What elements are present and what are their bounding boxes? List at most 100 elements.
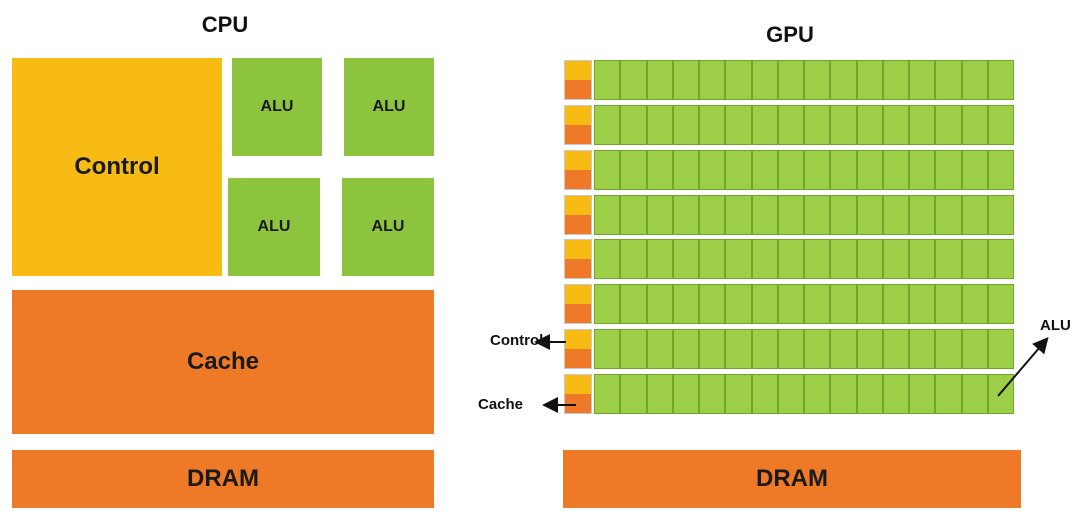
gpu-alu-cell [909, 194, 936, 235]
gpu-row [564, 194, 1014, 235]
gpu-alu-cell [594, 194, 621, 235]
gpu-alu-cell [935, 60, 962, 100]
gpu-row [564, 149, 1014, 190]
gpu-control-unit [565, 150, 591, 170]
gpu-alu-cell [856, 104, 883, 145]
cpu-dram-block: DRAM [12, 450, 434, 508]
gpu-alu-cell [620, 373, 647, 414]
cpu-alu-label: ALU [372, 98, 406, 115]
gpu-alu-cell [909, 329, 936, 370]
cpu-alu-block: ALU [344, 58, 434, 156]
gpu-alu-cell [646, 149, 673, 190]
gpu-alu-cell [909, 373, 936, 414]
cpu-title: CPU [201, 12, 249, 37]
cpu-cache-label: Cache [186, 348, 260, 375]
gpu-cache-unit [565, 259, 591, 279]
gpu-control-unit [565, 374, 591, 394]
gpu-alu-cell [830, 284, 857, 325]
gpu-alu-cell [699, 60, 726, 100]
gpu-alu-cell [804, 104, 831, 145]
gpu-alu-cell [909, 60, 936, 100]
cpu-alu-label: ALU [257, 218, 291, 235]
gpu-alu-row [594, 373, 1014, 414]
gpu-cache-unit [565, 304, 591, 324]
gpu-alu-cell [882, 60, 909, 100]
gpu-alu-cell [751, 149, 778, 190]
gpu-alu-cell [699, 194, 726, 235]
gpu-control-cache-unit [564, 239, 592, 280]
gpu-alu-cell [672, 104, 699, 145]
gpu-alu-cell [646, 284, 673, 325]
gpu-alu-annotation: ALU [1040, 317, 1071, 334]
gpu-cache-annotation: Cache [478, 396, 524, 413]
gpu-row [564, 373, 1014, 414]
gpu-alu-cell [961, 329, 988, 370]
gpu-alu-cell [856, 373, 883, 414]
gpu-row [564, 329, 1014, 370]
gpu-alu-cell [987, 239, 1014, 280]
gpu-alu-cell [751, 284, 778, 325]
gpu-alu-cell [594, 149, 621, 190]
gpu-control-cache-unit [564, 373, 592, 414]
gpu-alu-cell [777, 104, 804, 145]
gpu-control-unit [565, 330, 591, 350]
gpu-alu-cell [882, 329, 909, 370]
gpu-alu-cell [830, 60, 857, 100]
gpu-alu-cell [935, 194, 962, 235]
gpu-alu-cell [646, 373, 673, 414]
gpu-alu-cell [594, 329, 621, 370]
gpu-alu-cell [804, 60, 831, 100]
gpu-alu-cell [882, 149, 909, 190]
gpu-alu-cell [856, 284, 883, 325]
gpu-alu-cell [725, 60, 752, 100]
gpu-alu-cell [672, 239, 699, 280]
gpu-alu-cell [935, 239, 962, 280]
gpu-alu-cell [646, 329, 673, 370]
gpu-cache-unit [565, 349, 591, 369]
gpu-alu-cell [672, 60, 699, 100]
gpu-alu-row [594, 194, 1014, 235]
gpu-row [564, 60, 1014, 100]
cpu-control-block: Control [12, 58, 222, 276]
gpu-alu-cell [830, 194, 857, 235]
gpu-control-annotation: Control [490, 332, 544, 349]
gpu-control-unit [565, 240, 591, 260]
gpu-alu-cell [594, 284, 621, 325]
gpu-alu-cell [699, 284, 726, 325]
gpu-alu-cell [909, 104, 936, 145]
gpu-alu-cell [882, 373, 909, 414]
gpu-control-unit [565, 105, 591, 125]
gpu-alu-cell [646, 194, 673, 235]
gpu-core-grid [564, 60, 1014, 414]
gpu-row [564, 284, 1014, 325]
gpu-alu-cell [777, 239, 804, 280]
gpu-alu-cell [777, 149, 804, 190]
gpu-alu-cell [672, 329, 699, 370]
gpu-alu-cell [987, 194, 1014, 235]
gpu-alu-cell [646, 60, 673, 100]
gpu-alu-cell [961, 284, 988, 325]
gpu-alu-cell [751, 104, 778, 145]
cpu-control-label: Control [74, 153, 160, 180]
gpu-alu-cell [751, 194, 778, 235]
gpu-alu-cell [620, 149, 647, 190]
gpu-alu-cell [804, 239, 831, 280]
gpu-alu-cell [620, 329, 647, 370]
alu-arrow [997, 336, 1049, 397]
gpu-control-unit [565, 61, 591, 80]
gpu-alu-cell [777, 284, 804, 325]
gpu-alu-row [594, 284, 1014, 325]
gpu-alu-cell [751, 329, 778, 370]
gpu-alu-cell [751, 373, 778, 414]
gpu-alu-cell [961, 239, 988, 280]
gpu-cache-unit [565, 393, 591, 413]
gpu-control-cache-unit [564, 194, 592, 235]
gpu-alu-row [594, 60, 1014, 100]
cpu-alu-label: ALU [371, 218, 405, 235]
cpu-alu-block: ALU [342, 178, 434, 276]
gpu-alu-cell [882, 194, 909, 235]
gpu-control-unit [565, 195, 591, 215]
gpu-alu-row [594, 104, 1014, 145]
gpu-alu-cell [672, 373, 699, 414]
gpu-alu-cell [882, 284, 909, 325]
